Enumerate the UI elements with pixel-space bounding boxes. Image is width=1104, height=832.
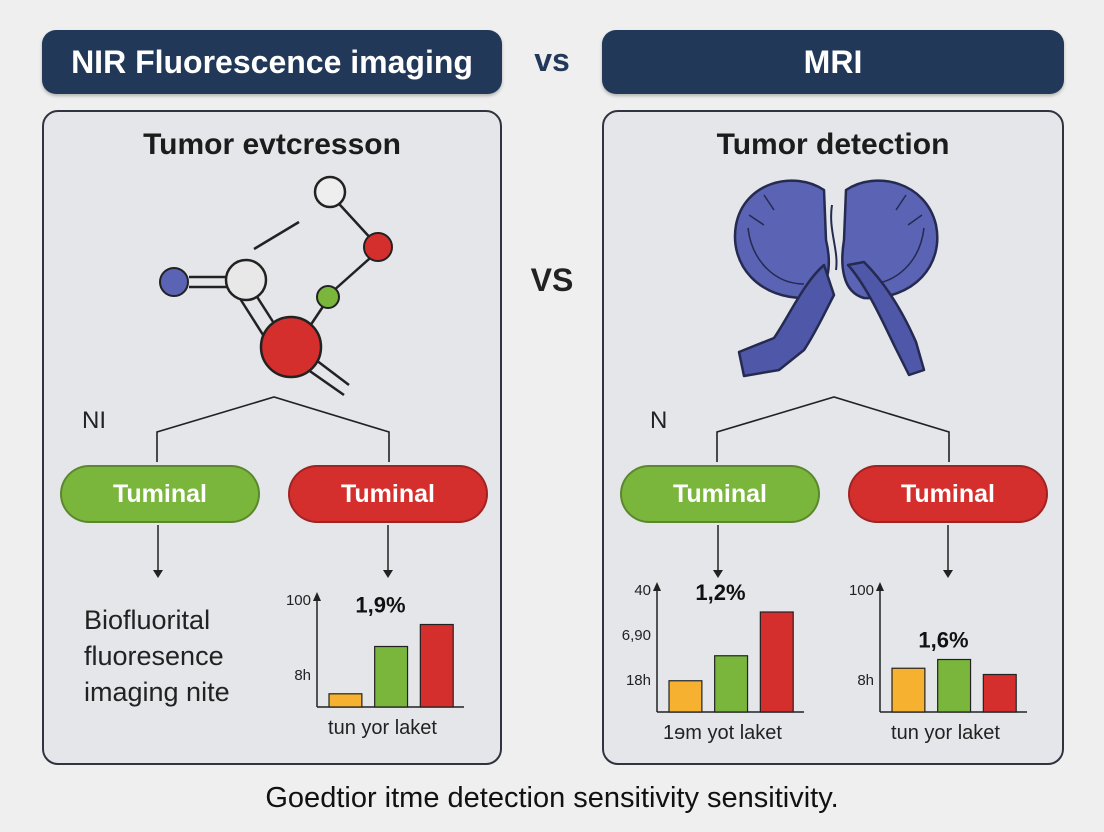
x-axis-label: 1ɘm yot laket [663,722,782,744]
atom-green [316,285,340,309]
description-line: imaging nite [84,677,230,707]
right-header: MRI [602,30,1064,94]
y-tick-label: 40 [634,582,651,599]
left-red-arrow [383,525,393,578]
y-axis-arrow [876,582,884,591]
right-branch-connector [716,396,950,462]
right-branch-label: N [650,407,668,434]
brain-illustration [733,179,939,378]
left-red-pill: Tuminal [288,465,488,523]
left-header: NIR Fluorescence imaging [42,30,502,94]
bar [891,667,926,713]
atom-white-top [313,175,347,209]
atom-white-center [224,258,268,302]
bar [374,645,409,708]
molecule-illustration [159,175,393,397]
bar [759,611,794,713]
right-red-arrow [943,525,953,578]
vs-label-middle: VS [530,262,574,298]
left-panel: Tumor evtcresson NI Tuminal Tuminal [42,110,502,765]
left-green-pill: Tuminal [60,465,260,523]
y-tick-label: 6,90 [622,627,651,644]
right-red-pill: Tuminal [848,465,1048,523]
left-branch-label: NI [82,407,106,434]
right-bar-chart-2: 100 8h 1,6% tun yor laket [849,582,1027,744]
left-green-arrow [153,525,163,578]
chart-title: 1,2% [695,580,745,605]
vs-label-top: vs [534,42,570,78]
description-line: fluoresence [84,641,224,671]
y-axis-arrow [313,592,321,601]
y-tick-label: 8h [294,667,311,684]
bar [668,680,703,713]
bar [937,658,972,713]
footer-caption: Goedtior itme detection sensitivity sens… [265,782,839,814]
right-bar-chart-1: 40 6,90 18h 1,2% 1ɘm yot laket [622,580,804,744]
right-green-pill: Tuminal [620,465,820,523]
right-panel: Tumor detection N Tuminal Tuminal 40 6,90… [602,110,1064,765]
chart-title: 1,9% [355,593,405,618]
y-axis-arrow [653,582,661,591]
left-panel-title: Tumor evtcresson [143,128,401,161]
atom-blue [159,267,189,297]
bar [328,693,363,708]
x-axis-label: tun yor laket [891,722,1000,744]
bar [714,655,749,713]
y-tick-label: 100 [286,592,311,609]
y-tick-label: 100 [849,582,874,599]
bar [419,623,454,708]
atom-red-small [363,232,393,262]
x-axis-label: tun yor laket [328,717,437,739]
chart-title: 1,6% [918,628,968,653]
y-tick-label: 18h [626,672,651,689]
atom-red-large [259,315,323,379]
y-tick-label: 8h [857,672,874,689]
right-panel-title: Tumor detection [716,128,950,161]
description-line: Biofluorital [84,605,211,635]
bar [982,673,1017,713]
left-description: Biofluorital fluoresence imaging nite [84,602,230,710]
left-bar-chart: 100 8h 1,9% tun yor laket [286,592,464,739]
right-green-arrow [713,525,723,578]
left-branch-connector [156,396,390,462]
